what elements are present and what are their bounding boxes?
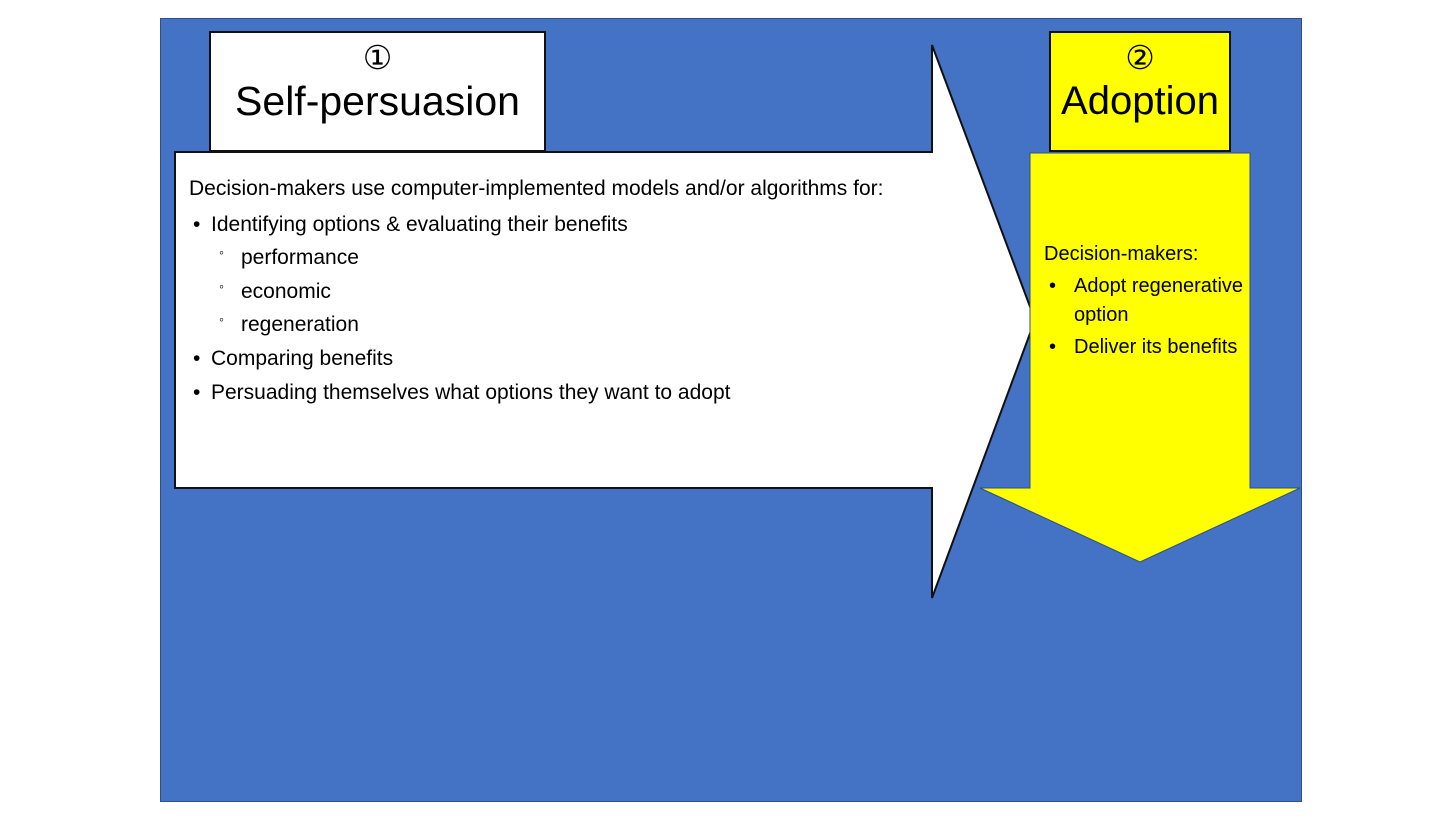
bullet-marker-icon: • <box>193 380 201 404</box>
stage-one-title-box: ① Self-persuasion <box>209 31 546 152</box>
stage-two-lead: Decision-makers: <box>1044 243 1199 265</box>
stage-two-bullet-list: • Adopt regenerative option • Deliver it… <box>1044 272 1244 363</box>
circled-number-two-icon: ② <box>1125 39 1155 76</box>
list-item-label: Deliver its benefits <box>1074 335 1238 358</box>
sub-bullet-marker-icon: ◦ <box>219 311 224 328</box>
stage-one-bullet-list: • Identifying options & evaluating their… <box>189 208 889 410</box>
list-item-label: regeneration <box>241 313 359 337</box>
bullet-marker-icon: • <box>193 346 201 370</box>
list-item-label: Comparing benefits <box>211 346 394 370</box>
list-item-label: Adopt regenerative option <box>1074 274 1244 327</box>
stage-one-lead: Decision-makers use computer-implemented… <box>189 177 884 200</box>
bullet-marker-icon: • <box>1049 335 1057 358</box>
self-persuasion-arrow-shape <box>174 44 1037 599</box>
circled-number-one-icon: ① <box>362 39 393 76</box>
stage-one-body: Decision-makers use computer-implemented… <box>189 172 889 409</box>
list-item: • Deliver its benefits <box>1044 333 1244 363</box>
stage-one-sub-bullet-list: ◦ performance ◦ economic ◦ regeneration <box>211 241 889 342</box>
stage-two-title-box: ② Adoption <box>1049 31 1231 152</box>
list-item: • Persuading themselves what options the… <box>189 376 889 410</box>
bullet-marker-icon: • <box>1049 274 1057 297</box>
list-item: ◦ regeneration <box>211 308 889 342</box>
adoption-arrow-shape <box>979 152 1301 563</box>
list-item: ◦ economic <box>211 275 889 309</box>
bullet-marker-icon: • <box>193 212 201 236</box>
stage-two-body: Decision-makers: • Adopt regenerative op… <box>1044 240 1244 362</box>
list-item-label: performance <box>241 246 359 270</box>
list-item-label: Identifying options & evaluating their b… <box>211 212 628 236</box>
sub-bullet-marker-icon: ◦ <box>219 244 224 261</box>
stage-one-title: Self-persuasion <box>235 78 520 124</box>
list-item-label: economic <box>241 279 331 303</box>
stage-two-title: Adoption <box>1061 79 1219 123</box>
list-item: • Comparing benefits <box>189 342 889 376</box>
sub-bullet-marker-icon: ◦ <box>219 277 224 294</box>
list-item-label: Persuading themselves what options they … <box>211 380 731 404</box>
list-item: ◦ performance <box>211 241 889 275</box>
list-item: • Adopt regenerative option <box>1044 272 1244 331</box>
list-item: • Identifying options & evaluating their… <box>189 208 889 342</box>
